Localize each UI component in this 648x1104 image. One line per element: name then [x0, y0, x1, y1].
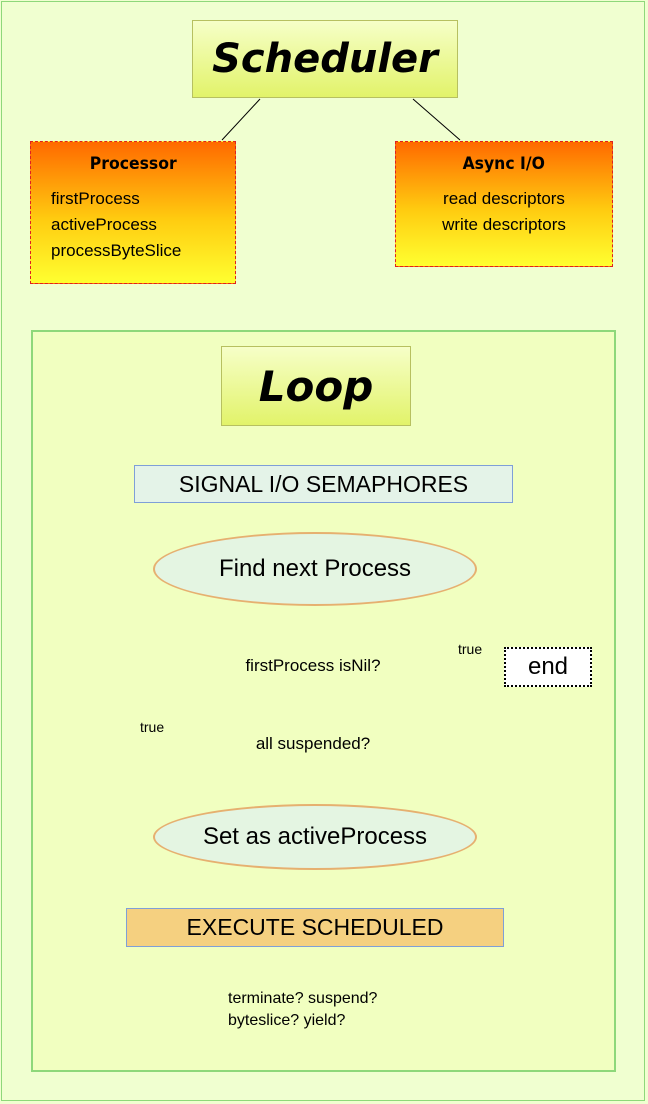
loop-title: Loop — [258, 361, 374, 411]
processor-title: Processor — [89, 154, 177, 174]
processor-field: activeProcess — [51, 215, 157, 234]
set-active-step: Set as activeProcess — [153, 804, 477, 870]
suspended-true-label: true — [140, 719, 165, 735]
scheduler-title: Scheduler — [212, 36, 438, 82]
find-next-label: Find next Process — [218, 555, 412, 582]
set-active-label: Set as activeProcess — [202, 823, 428, 850]
terminate-label-line1: terminate? suspend? — [228, 990, 378, 1007]
isnil-true-label: true — [458, 641, 483, 657]
isnil-label: firstProcess isNil? — [245, 656, 381, 675]
scheduler-title-box: Scheduler — [192, 20, 458, 98]
processor-box: Processor firstProcess activeProcess pro… — [30, 141, 236, 284]
suspended-decision: all suspended? — [160, 733, 466, 755]
signal-io-label: SIGNAL I/O SEMAPHORES — [178, 470, 469, 497]
end-label: end — [527, 653, 569, 680]
suspended-label: all suspended? — [255, 734, 371, 753]
processor-field: processByteSlice — [51, 241, 182, 260]
loop-title-box: Loop — [221, 346, 411, 426]
loop-panel — [31, 330, 616, 1072]
scheduler-asyncio-connector — [412, 98, 461, 141]
find-next-step: Find next Process — [153, 532, 477, 606]
scheduler-processor-connector — [221, 98, 261, 141]
async-io-title: Async I/O — [462, 154, 546, 174]
async-io-field: read descriptors — [443, 189, 565, 208]
terminate-decision: terminate? suspend? byteslice? yield? — [228, 988, 428, 1032]
async-io-field: write descriptors — [442, 215, 566, 234]
async-io-box: Async I/O read descriptors write descrip… — [395, 141, 613, 267]
signal-io-step: SIGNAL I/O SEMAPHORES — [134, 465, 513, 503]
end-node: end — [504, 647, 592, 687]
isnil-decision: firstProcess isNil? — [160, 655, 466, 677]
processor-field: firstProcess — [51, 189, 140, 208]
execute-step: EXECUTE SCHEDULED — [126, 908, 504, 947]
execute-label: EXECUTE SCHEDULED — [186, 914, 444, 940]
terminate-label-line2: byteslice? yield? — [228, 1012, 346, 1029]
